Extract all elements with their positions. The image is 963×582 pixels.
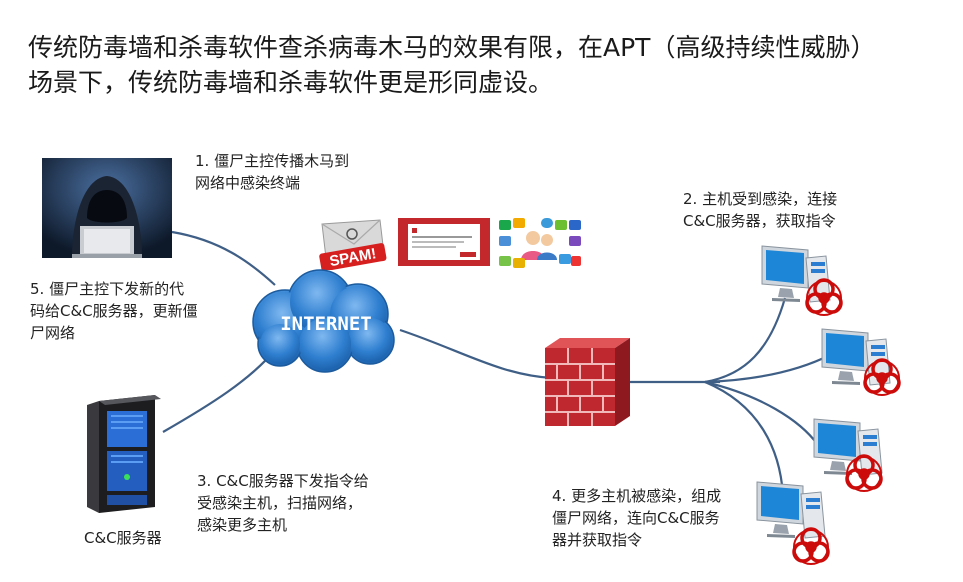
biohazard-icon: [805, 278, 843, 316]
infected-pc-1: [760, 242, 900, 342]
line-hub-to-pc4: [704, 380, 785, 496]
step-2-label: 2. 主机受到感染，连接 C&C服务器，获取指令: [683, 190, 838, 230]
biohazard-icon: [845, 454, 883, 492]
line-hub-to-pc2: [704, 354, 831, 384]
social-apps-icon: [497, 216, 583, 272]
slide-title: 传统防毒墙和杀毒软件查杀病毒木马的效果有限，在APT（高级持续性威胁） 场景下，…: [28, 30, 948, 100]
hacker-image: [42, 158, 172, 258]
cc-server-icon: [85, 393, 163, 515]
firewall-icon: [545, 338, 630, 426]
step-3-label: 3. C&C服务器下发指令给 受感染主机，扫描网络， 感染更多主机: [197, 472, 369, 534]
line-hub-to-pc1: [704, 297, 787, 384]
infected-pc-2: [820, 325, 960, 425]
line-cloud-to-firewall: [399, 328, 553, 380]
title-line-2: 场景下，传统防毒墙和杀毒软件更是形同虚设。: [28, 68, 554, 97]
step-1-label: 1. 僵尸主控传播木马到 网络中感染终端: [195, 152, 350, 192]
line-hub-to-pc3: [704, 380, 819, 446]
title-line-1: 传统防毒墙和杀毒软件查杀病毒木马的效果有限，在APT（高级持续性威胁）: [28, 33, 876, 62]
spam-email-icon: SPAM!: [318, 218, 390, 272]
step-5-label: 5. 僵尸主控下发新的代 码给C&C服务器，更新僵 尸网络: [30, 280, 198, 342]
infected-pc-4: [755, 478, 895, 578]
malware-alert-icon: [398, 218, 490, 266]
internet-text: INTERNET: [280, 313, 372, 335]
biohazard-icon: [792, 527, 830, 565]
internet-cloud-icon: INTERNET: [240, 262, 410, 374]
cc-server-caption: C&C服务器: [84, 529, 162, 547]
infected-pc-3: [812, 415, 952, 515]
step-4-label: 4. 更多主机被感染，组成 僵尸网络，连向C&C服务 器并获取指令: [552, 487, 722, 549]
biohazard-icon: [863, 358, 901, 396]
line-hacker-to-cloud: [171, 230, 276, 286]
